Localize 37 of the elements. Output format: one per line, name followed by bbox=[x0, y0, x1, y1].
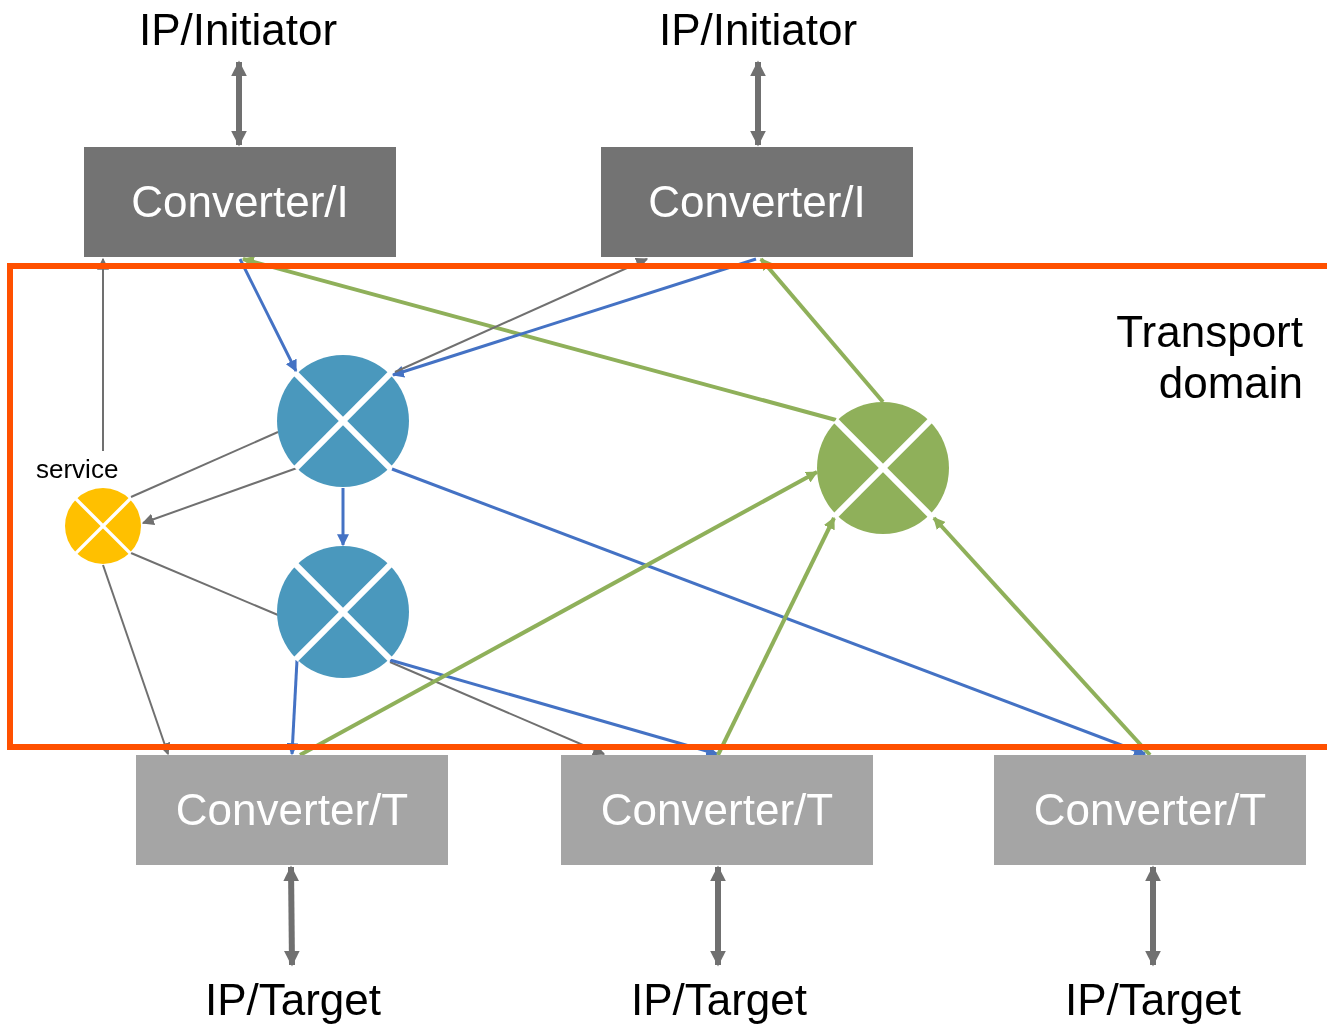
arrow bbox=[286, 659, 299, 756]
arrow bbox=[1145, 865, 1161, 967]
endpoint-label: IP/Target bbox=[1040, 972, 1266, 1028]
arrow bbox=[710, 865, 726, 967]
arrow bbox=[337, 488, 349, 547]
service-label: service bbox=[36, 453, 120, 486]
arrow bbox=[750, 60, 766, 147]
endpoint-label: IP/Target bbox=[180, 972, 406, 1028]
arrow bbox=[391, 467, 1147, 756]
converter-box: Converter/I bbox=[601, 147, 913, 257]
arrow bbox=[141, 467, 298, 525]
endpoint-label: IP/Initiator bbox=[640, 2, 876, 58]
converter-box: Converter/T bbox=[136, 755, 448, 865]
endpoint-label: IP/Target bbox=[606, 972, 832, 1028]
arrow bbox=[394, 257, 649, 373]
arrow bbox=[759, 257, 885, 404]
arrow bbox=[283, 865, 300, 967]
converter-box: Converter/T bbox=[561, 755, 873, 865]
arrow bbox=[389, 661, 606, 756]
arrow bbox=[102, 564, 171, 756]
switch-circle bbox=[277, 355, 409, 487]
arrow bbox=[932, 516, 1152, 757]
endpoint-label: IP/Initiator bbox=[120, 2, 356, 58]
domain-frame bbox=[7, 263, 1327, 750]
arrow bbox=[391, 257, 757, 378]
arrow bbox=[241, 256, 837, 422]
domain-label: Transport domain bbox=[1115, 307, 1303, 409]
converter-box: Converter/T bbox=[994, 755, 1306, 865]
arrow bbox=[389, 658, 719, 757]
switch-circle bbox=[277, 546, 409, 678]
arrow bbox=[299, 470, 819, 757]
arrow bbox=[716, 516, 836, 756]
arrow bbox=[231, 60, 247, 147]
converter-box: Converter/I bbox=[84, 147, 396, 257]
arrow bbox=[238, 258, 298, 373]
switch-circle bbox=[817, 402, 949, 534]
arrow bbox=[97, 257, 109, 452]
